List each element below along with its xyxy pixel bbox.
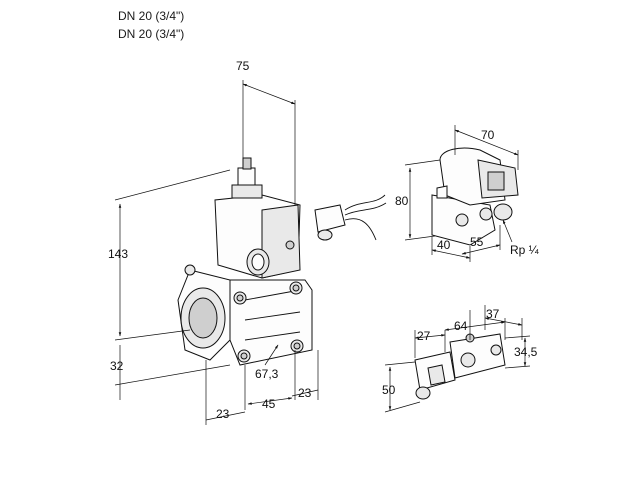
dim-32: 32 <box>110 359 124 373</box>
bottom-right-dimensions <box>384 305 531 413</box>
valve-top-right-drawing <box>431 147 519 246</box>
dim-70: 70 <box>481 128 495 142</box>
dim-45: 45 <box>262 397 276 411</box>
main-dimensions <box>114 80 319 425</box>
main-valve-drawing <box>177 157 313 366</box>
dim-67-3: 67,3 <box>255 367 279 381</box>
dim-37: 37 <box>486 307 500 321</box>
dim-40: 40 <box>437 238 451 252</box>
dim-80: 80 <box>395 194 409 208</box>
dim-75: 75 <box>236 59 250 73</box>
dim-50: 50 <box>382 383 396 397</box>
dim-64: 64 <box>454 319 468 333</box>
dim-143: 143 <box>108 247 128 261</box>
header-line-2: DN 20 (3/4") <box>118 27 185 41</box>
cable-plug <box>314 194 387 241</box>
dim-34-5: 34,5 <box>514 345 538 359</box>
header-line-1: DN 20 (3/4") <box>118 9 185 23</box>
dim-55: 55 <box>470 235 484 249</box>
dim-rp-thread: Rp ¼ <box>510 243 540 257</box>
dim-23-right: 23 <box>298 386 312 400</box>
top-right-dimensions <box>404 125 519 262</box>
valve-bottom-right-drawing <box>414 333 506 400</box>
dim-27: 27 <box>417 329 431 343</box>
dim-23-bottom: 23 <box>216 407 230 421</box>
